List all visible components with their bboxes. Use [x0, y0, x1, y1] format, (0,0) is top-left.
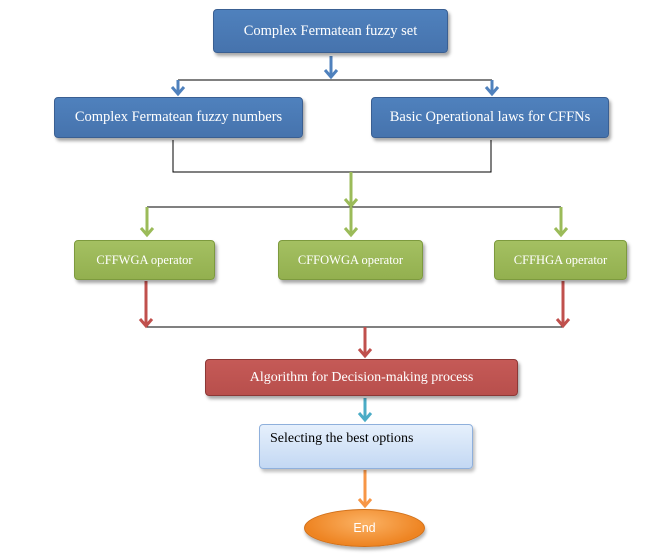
node-complex-fermatean-fuzzy-numbers: Complex Fermatean fuzzy numbers [54, 97, 303, 138]
orange-arrow [357, 470, 373, 509]
connector-lines [146, 79, 563, 328]
arrow-to-numbers [170, 80, 186, 97]
merge-line-operational [172, 140, 492, 173]
node-label: Complex Fermatean fuzzy set [243, 22, 418, 39]
blue-arrows [170, 56, 500, 97]
node-end: End [304, 509, 425, 547]
arrow-from-cffhga [555, 281, 571, 329]
node-selecting-best-options: Selecting the best options [259, 424, 473, 469]
node-cffowga-operator: CFFOWGA operator [278, 240, 423, 280]
node-label: Basic Operational laws for CFFNs [389, 109, 591, 125]
arrow-to-algorithm [357, 327, 373, 359]
node-label: End [353, 521, 376, 535]
node-cffhga-operator: CFFHGA operator [494, 240, 627, 280]
node-label: CFFWGA operator [96, 252, 193, 267]
arrow-from-cffwga [138, 281, 154, 329]
node-label: CFFOWGA operator [297, 252, 404, 267]
green-arrows [139, 172, 569, 238]
node-algorithm-decision-making: Algorithm for Decision-making process [205, 359, 518, 396]
node-cffwga-operator: CFFWGA operator [74, 240, 215, 280]
arrow-to-cffhga [553, 207, 569, 238]
node-label: Complex Fermatean fuzzy numbers [74, 109, 283, 125]
arrow-to-laws [484, 80, 500, 97]
arrow-to-cffwga [139, 207, 155, 238]
arrow-merge-down [343, 172, 359, 209]
teal-arrow [357, 398, 373, 423]
node-label: CFFHGA operator [513, 252, 608, 267]
node-basic-operational-laws: Basic Operational laws for CFFNs [371, 97, 609, 138]
node-complex-fermatean-fuzzy-set: Complex Fermatean fuzzy set [213, 9, 448, 53]
arrow-top-center [323, 56, 339, 80]
arrow-to-cffowga [343, 207, 359, 238]
red-arrows [138, 281, 571, 359]
node-label: Algorithm for Decision-making process [249, 369, 474, 385]
node-label: Selecting the best options [270, 431, 414, 446]
